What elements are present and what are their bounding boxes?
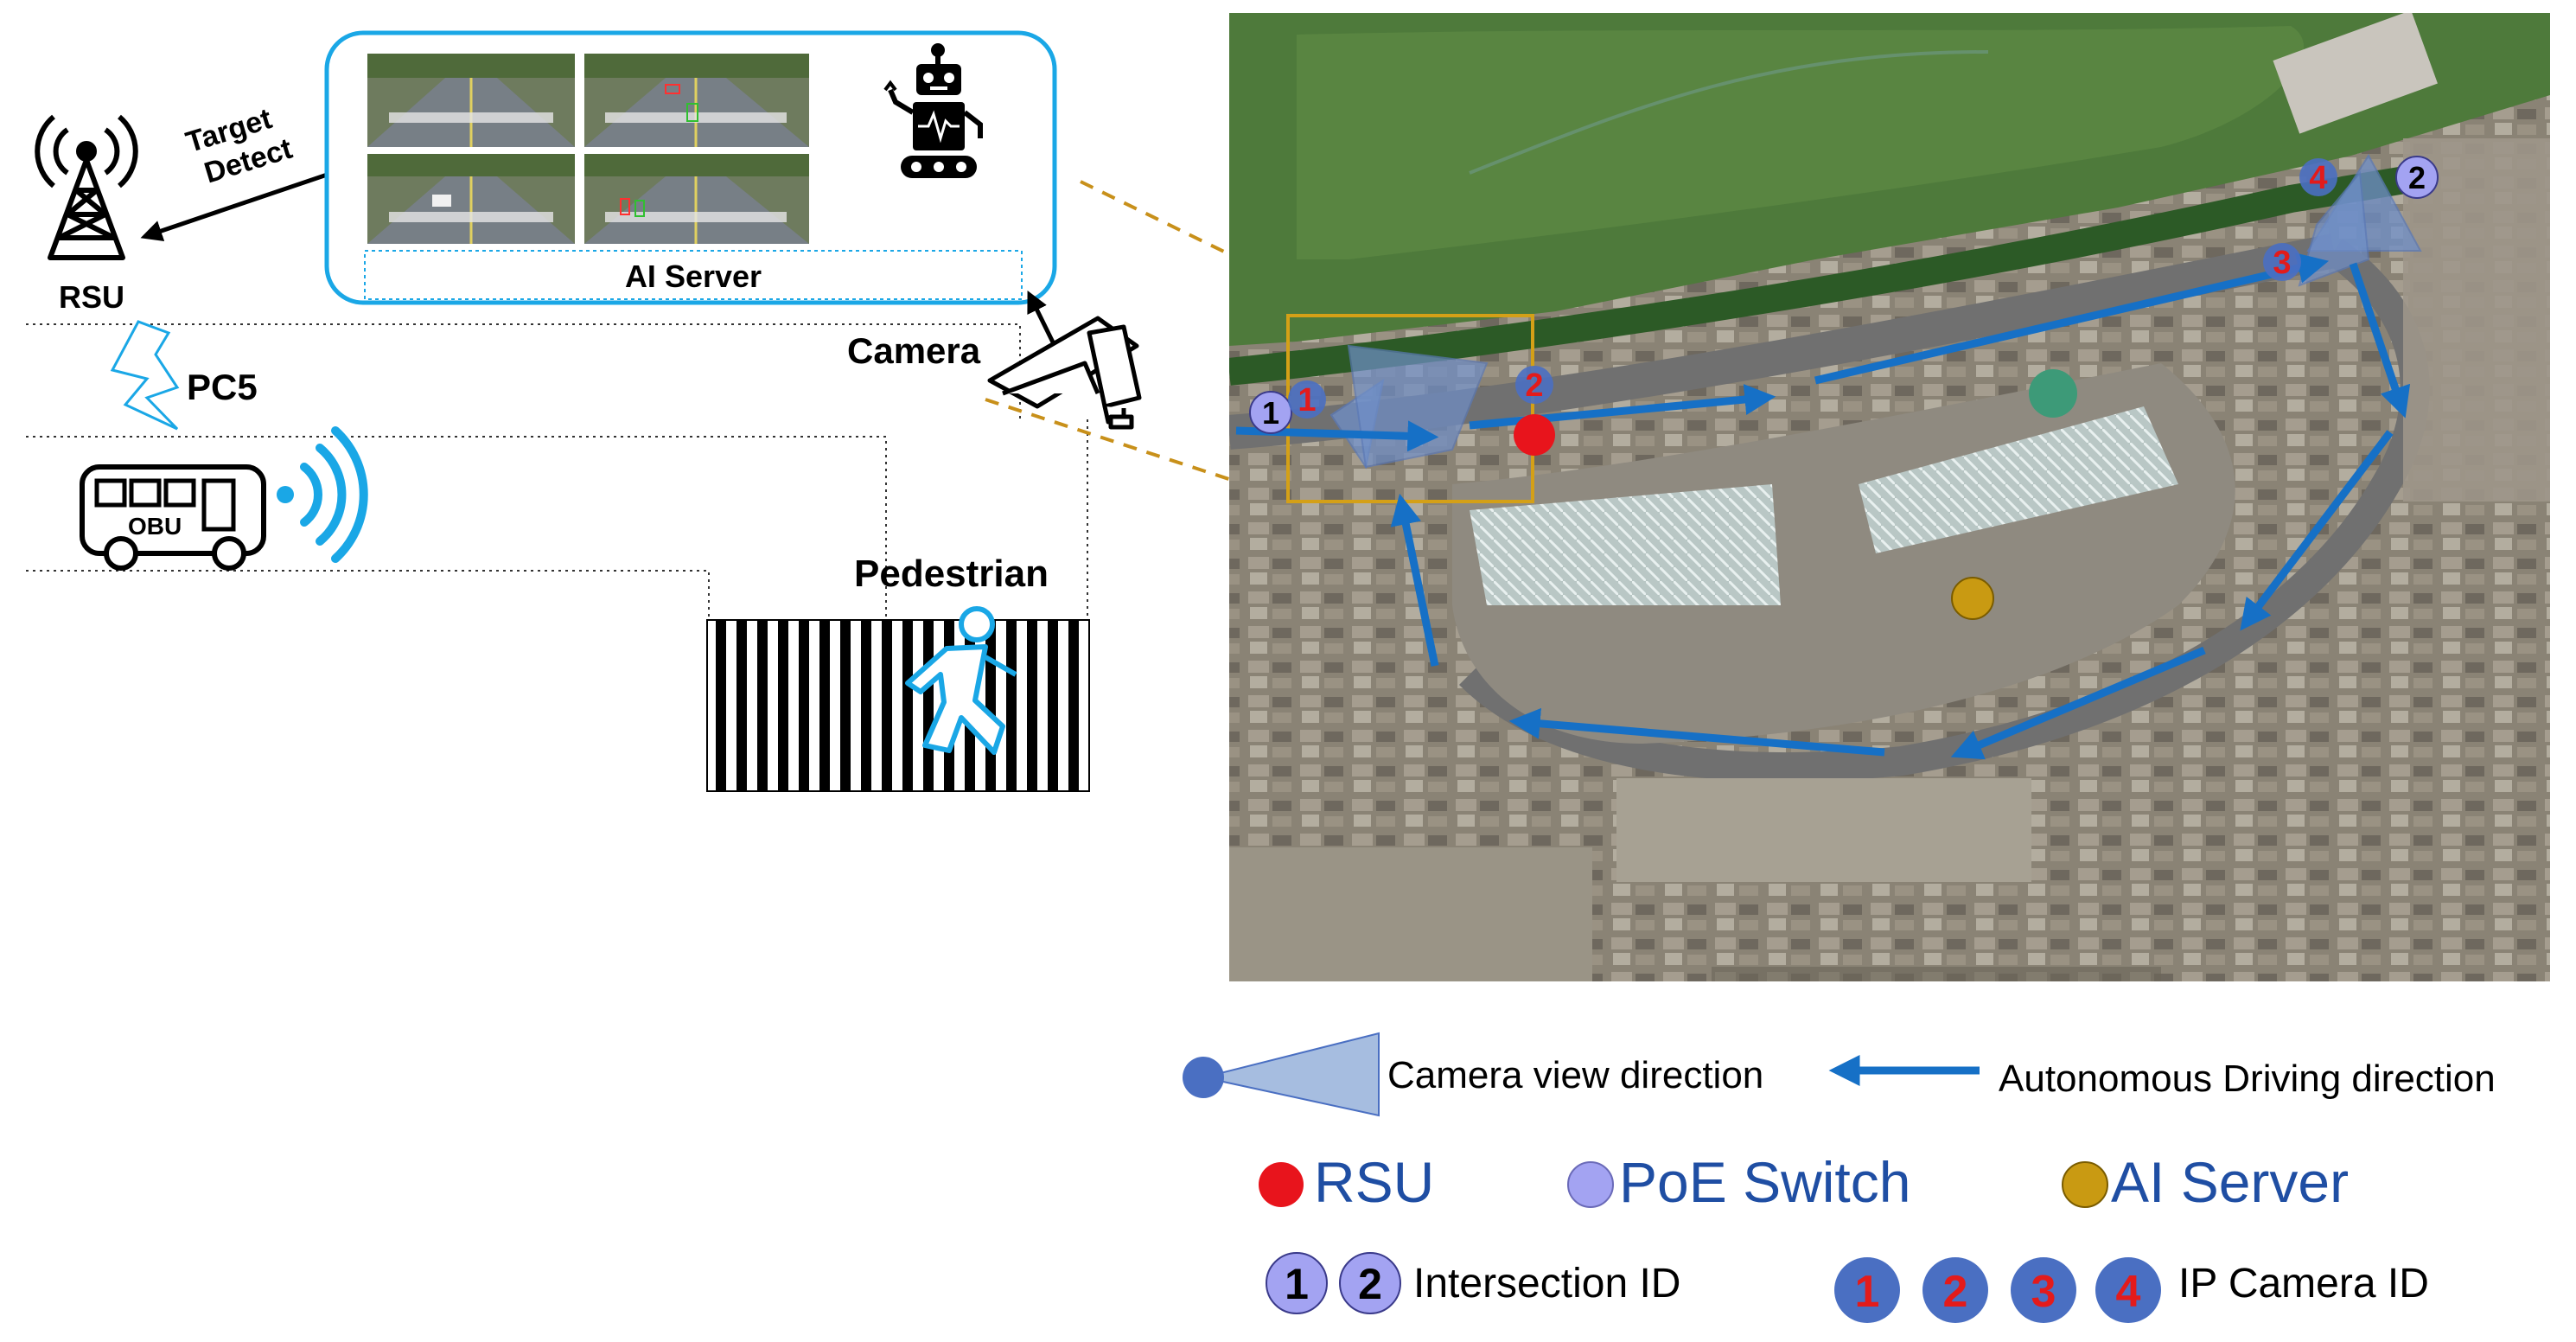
crosswalk-stripe (1068, 620, 1079, 791)
target-detect-arrow (140, 169, 338, 242)
legend-camera-id: 2 (1922, 1257, 1988, 1323)
legend-camera-id: 4 (2095, 1257, 2161, 1323)
crosswalk-stripe (1006, 620, 1017, 791)
crosswalk-stripe (902, 620, 913, 791)
crosswalk-stripe (799, 620, 809, 791)
camera-feed-thumbnail (367, 54, 575, 147)
svg-text:2: 2 (1943, 1267, 1968, 1317)
legend-intersection-id: 2 (1339, 1252, 1401, 1314)
crosswalk-stripe (819, 620, 830, 791)
pedestrian-running-icon (905, 606, 1017, 755)
route-arrow (2349, 262, 2411, 419)
route-arrow (2240, 430, 2394, 631)
crosswalk (706, 619, 1090, 792)
pc5-lightning-icon (110, 320, 180, 431)
camera-view-line-bottom (985, 398, 1246, 486)
intersection-marker: 1 (1249, 391, 1292, 434)
svg-text:4: 4 (2309, 160, 2327, 196)
legend-camera-id: 1 (1834, 1257, 1900, 1323)
ai-server-location-marker (1951, 577, 1994, 620)
crosswalk-stripe (736, 620, 747, 791)
legend-ai-server-dot (2062, 1161, 2108, 1208)
camera-id-marker: 3 (2263, 243, 2301, 281)
svg-text:2: 2 (1525, 367, 1543, 404)
intersection-marker: 2 (2395, 156, 2439, 199)
svg-text:1: 1 (1262, 395, 1279, 431)
camera-icon (987, 316, 1142, 430)
svg-text:2: 2 (1358, 1260, 1382, 1308)
obu-label: OBU (128, 513, 182, 540)
route-arrow (1950, 646, 2206, 760)
legend-camera-id-label: IP Camera ID (2178, 1261, 2429, 1307)
svg-text:1: 1 (1285, 1260, 1309, 1308)
svg-text:1: 1 (1298, 382, 1316, 419)
svg-text:1: 1 (1855, 1267, 1880, 1317)
camera-feed-thumbnail (367, 154, 575, 244)
pc5-label: PC5 (187, 367, 258, 407)
svg-text:3: 3 (2273, 245, 2291, 281)
crosswalk-stripe (757, 620, 768, 791)
legend-intersection-label: Intersection ID (1413, 1261, 1680, 1307)
camera-id-marker: 1 (1288, 380, 1326, 419)
crosswalk-stripe (778, 620, 788, 791)
crosswalk-stripe (882, 620, 892, 791)
legend-poe-dot (1567, 1161, 1614, 1208)
camera-feed-thumbnail (584, 54, 809, 147)
legend-camera-view-label: Camera view direction (1387, 1054, 1763, 1096)
ai-server-label-box (364, 250, 1023, 300)
legend-rsu-label: RSU (1314, 1150, 1434, 1214)
legend: Camera view direction Autonomous Driving… (1183, 1032, 2496, 1323)
crosswalk-stripe (923, 620, 934, 791)
wireless-signal-icon (277, 426, 368, 563)
robot-icon (883, 43, 983, 178)
crosswalk-stripe (716, 620, 726, 791)
legend-poe-label: PoE Switch (1619, 1150, 1910, 1214)
camera-feed-thumbnail (584, 154, 809, 244)
rsu-label: RSU (59, 279, 124, 315)
svg-text:4: 4 (2116, 1267, 2141, 1317)
road-boundary-lines (26, 323, 1088, 791)
route-arrow (1814, 252, 2330, 385)
route-arrow (1390, 493, 1439, 667)
legend-rsu-dot (1259, 1162, 1304, 1207)
rsu-tower-icon (35, 114, 138, 260)
camera-id-marker: 4 (2299, 158, 2337, 196)
legend-intersection-id: 1 (1266, 1252, 1328, 1314)
svg-text:2: 2 (2408, 160, 2426, 195)
route-arrow (1469, 384, 1776, 430)
camera-label: Camera (847, 330, 981, 371)
legend-camera-view-icon (1183, 1032, 1380, 1117)
crosswalk-stripe (1027, 620, 1037, 791)
ai-server-label: AI Server (625, 259, 762, 294)
left-scenario-panel: RSU Target Detect (26, 30, 1259, 792)
crosswalk-stripe (1048, 620, 1058, 791)
camera-feed-grid (367, 54, 809, 244)
legend-camera-id: 3 (2011, 1257, 2076, 1323)
legend-driving-label: Autonomous Driving direction (1999, 1058, 2496, 1100)
crosswalk-stripe (861, 620, 871, 791)
aerial-map: 1 2 1 2 3 4 (1229, 13, 2550, 981)
camera-view-line-top (1080, 180, 1259, 270)
camera-id-marker: 2 (1515, 366, 1553, 404)
crosswalk-stripe (840, 620, 851, 791)
target-detect-label: Target Detect (182, 102, 296, 189)
rsu-location-marker (1514, 414, 1555, 456)
bus-obu-icon (80, 464, 266, 571)
legend-ai-server-label: AI Server (2111, 1150, 2349, 1214)
route-arrow (1508, 707, 1885, 757)
pedestrian-label: Pedestrian (854, 553, 1049, 595)
svg-text:3: 3 (2031, 1267, 2056, 1317)
